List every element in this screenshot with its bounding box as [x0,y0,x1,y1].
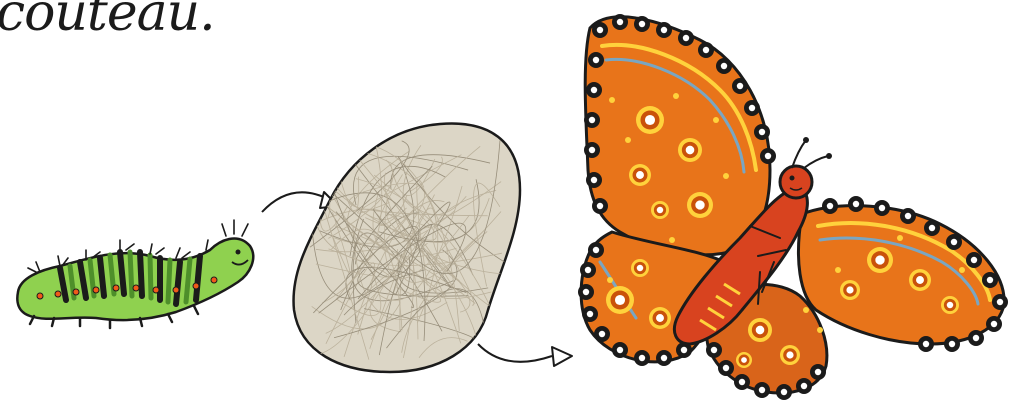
butterfly-icon [578,14,1008,400]
caterpillar-icon [17,220,253,328]
heading-handwriting: couteau. [0,0,215,43]
heading-text: couteau. [0,0,215,43]
cocoon-icon [294,124,520,372]
arrow-cocoon-to-butterfly [478,344,572,366]
